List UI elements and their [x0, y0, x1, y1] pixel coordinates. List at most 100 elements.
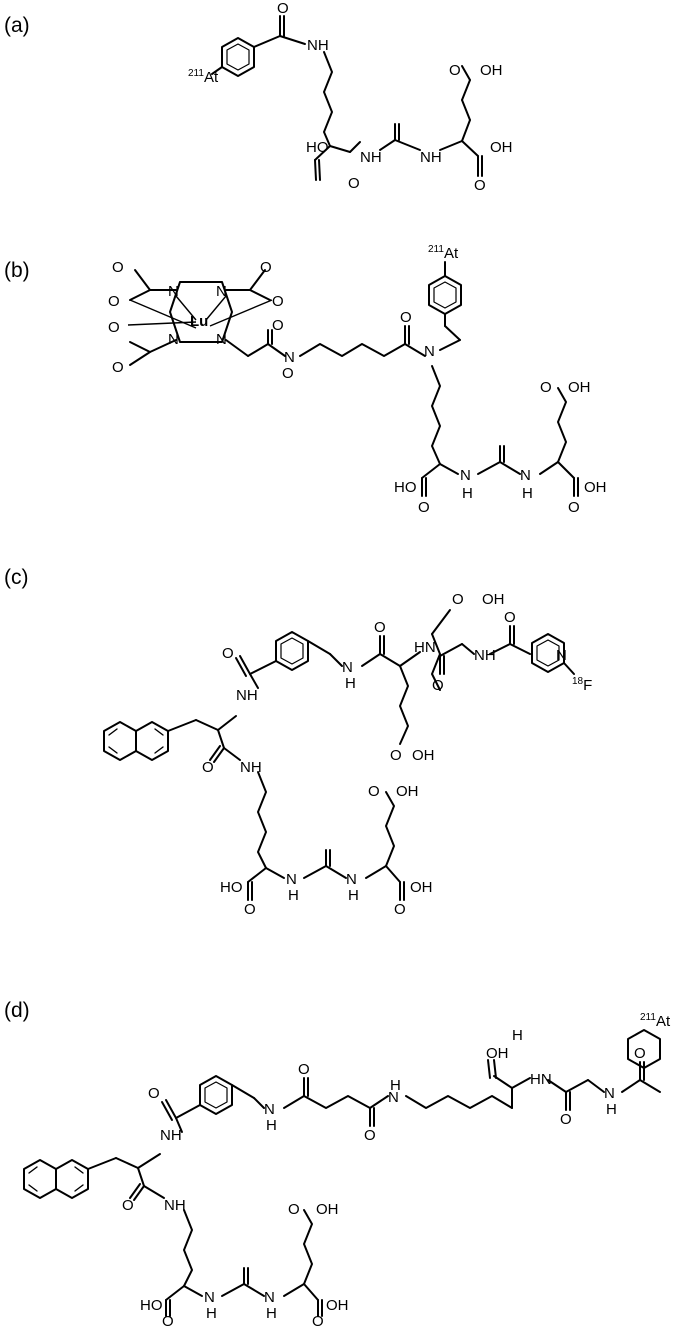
- svg-text:O: O: [418, 499, 430, 516]
- svg-text:N: N: [286, 871, 297, 888]
- svg-text:O: O: [277, 0, 289, 17]
- svg-text:H: H: [390, 1077, 401, 1094]
- svg-text:OH: OH: [490, 139, 513, 156]
- svg-text:H: H: [512, 1027, 523, 1044]
- svg-text:N: N: [460, 467, 471, 484]
- svg-text:HO: HO: [394, 479, 417, 496]
- svg-text:211At: 211At: [188, 68, 219, 86]
- panel-d: (d): [4, 999, 671, 1328]
- svg-text:O: O: [394, 901, 406, 918]
- svg-text:O: O: [108, 293, 120, 310]
- svg-text:N: N: [604, 1085, 615, 1102]
- svg-text:O: O: [312, 1313, 324, 1328]
- svg-text:O: O: [108, 319, 120, 336]
- svg-text:H: H: [206, 1305, 217, 1322]
- panel-label-a: (a): [4, 14, 30, 37]
- svg-text:OH: OH: [316, 1201, 339, 1218]
- svg-text:OH: OH: [480, 62, 503, 79]
- svg-text:N: N: [284, 349, 295, 366]
- panel-b: (b): [4, 244, 607, 516]
- svg-text:O: O: [162, 1313, 174, 1328]
- svg-text:O: O: [374, 619, 386, 636]
- svg-text:H: H: [606, 1101, 617, 1118]
- naphthalene-ring-1: [103, 721, 137, 761]
- svg-text:Lu: Lu: [190, 313, 208, 330]
- naphthalene-ring-1: [23, 1159, 57, 1199]
- svg-text:O: O: [390, 747, 402, 764]
- svg-text:O: O: [432, 677, 444, 694]
- svg-text:H: H: [288, 887, 299, 904]
- svg-text:OH: OH: [482, 591, 505, 608]
- svg-text:OH: OH: [410, 879, 433, 896]
- svg-text:N: N: [216, 283, 227, 300]
- svg-text:H: H: [348, 887, 359, 904]
- svg-text:O: O: [348, 175, 360, 192]
- svg-text:OH: OH: [326, 1297, 349, 1314]
- svg-text:O: O: [400, 309, 412, 326]
- svg-text:HO: HO: [220, 879, 243, 896]
- svg-text:OH: OH: [412, 747, 435, 764]
- svg-text:N: N: [520, 467, 531, 484]
- svg-text:NH: NH: [240, 759, 262, 776]
- svg-text:N: N: [346, 871, 357, 888]
- svg-text:O: O: [112, 259, 124, 276]
- svg-text:NH: NH: [236, 687, 258, 704]
- svg-text:N: N: [216, 331, 227, 348]
- svg-text:O: O: [449, 62, 461, 79]
- svg-text:HN: HN: [414, 639, 436, 656]
- svg-text:O: O: [474, 177, 486, 194]
- svg-text:N: N: [264, 1289, 275, 1306]
- svg-text:HN: HN: [530, 1071, 552, 1088]
- svg-text:H: H: [266, 1305, 277, 1322]
- svg-text:NH: NH: [160, 1127, 182, 1144]
- svg-text:NH: NH: [164, 1197, 186, 1214]
- naphthalene-ring-2: [135, 721, 169, 761]
- svg-text:18F: 18F: [572, 676, 592, 694]
- svg-text:O: O: [634, 1045, 646, 1062]
- svg-text:O: O: [260, 259, 272, 276]
- svg-text:O: O: [568, 499, 580, 516]
- svg-text:O: O: [288, 1201, 300, 1218]
- svg-text:O: O: [122, 1197, 134, 1214]
- svg-text:O: O: [282, 365, 294, 382]
- svg-text:NH: NH: [420, 149, 442, 166]
- svg-text:O: O: [148, 1085, 160, 1102]
- svg-text:HO: HO: [306, 139, 329, 156]
- svg-text:H: H: [266, 1117, 277, 1134]
- dota-macrocycle: [169, 281, 233, 343]
- svg-text:N: N: [556, 647, 567, 664]
- svg-text:211At: 211At: [428, 244, 459, 262]
- svg-text:N: N: [168, 283, 179, 300]
- svg-text:O: O: [202, 759, 214, 776]
- svg-text:N: N: [388, 1089, 399, 1106]
- panel-a: (a) 211At O NH O OH HO O NH: [4, 0, 513, 194]
- svg-text:O: O: [540, 379, 552, 396]
- svg-text:N: N: [168, 331, 179, 348]
- pyridine-ring-c: [531, 633, 565, 673]
- panel-label-d: (d): [4, 999, 30, 1022]
- svg-text:H: H: [345, 675, 356, 692]
- svg-text:211At: 211At: [640, 1012, 671, 1030]
- svg-text:NH: NH: [307, 37, 329, 54]
- svg-text:N: N: [424, 343, 435, 360]
- svg-text:OH: OH: [568, 379, 591, 396]
- svg-text:O: O: [504, 609, 516, 626]
- svg-text:O: O: [364, 1127, 376, 1144]
- svg-text:N: N: [342, 659, 353, 676]
- svg-text:NH: NH: [474, 647, 496, 664]
- svg-text:O: O: [272, 293, 284, 310]
- svg-text:O: O: [222, 645, 234, 662]
- naphthalene-ring-2: [55, 1159, 89, 1199]
- svg-text:O: O: [368, 783, 380, 800]
- astatobenzene-ring-d: [627, 1029, 661, 1069]
- svg-text:O: O: [112, 359, 124, 376]
- svg-text:O: O: [244, 901, 256, 918]
- svg-text:HO: HO: [140, 1297, 163, 1314]
- svg-text:H: H: [522, 485, 533, 502]
- svg-text:NH: NH: [360, 149, 382, 166]
- svg-text:N: N: [264, 1101, 275, 1118]
- svg-text:OH: OH: [396, 783, 419, 800]
- svg-text:OH: OH: [486, 1045, 509, 1062]
- panel-label-c: (c): [4, 566, 29, 589]
